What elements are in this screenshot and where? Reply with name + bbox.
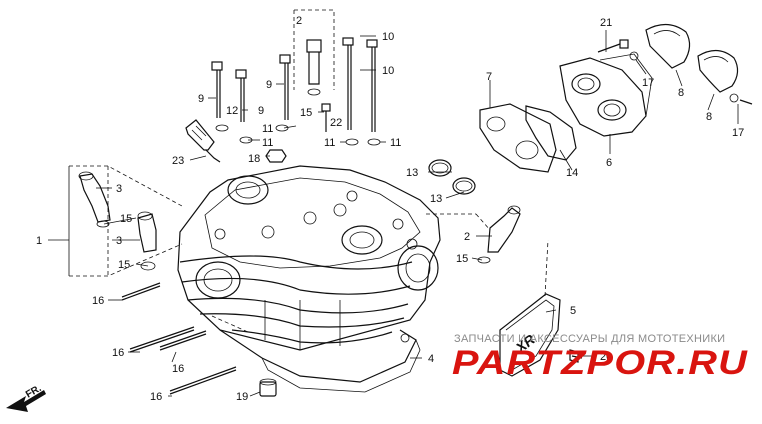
studs-16-group bbox=[121, 282, 277, 397]
front-arrow-icon bbox=[6, 390, 46, 412]
callout-14: 14 bbox=[566, 167, 578, 179]
front-label: FR. bbox=[24, 383, 44, 401]
watermark-logo: PARTZPOR.RU bbox=[452, 344, 749, 382]
left-pipe-parts bbox=[78, 171, 157, 271]
callout-labels: 1 2 2 3 3 4 5 6 7 8 8 9 9 9 10 10 11 11 … bbox=[36, 15, 744, 403]
callout-16-b: 16 bbox=[112, 347, 124, 359]
callout-17-left: 17 bbox=[642, 77, 654, 89]
callout-11-a: 11 bbox=[262, 123, 273, 135]
callout-16-a: 16 bbox=[92, 295, 104, 307]
callout-3-lower: 3 bbox=[116, 235, 122, 247]
callout-17-right: 17 bbox=[732, 127, 744, 139]
callout-16-c: 16 bbox=[172, 363, 184, 375]
callout-13-lower: 13 bbox=[430, 193, 442, 205]
dashed-reference-lines bbox=[69, 9, 549, 333]
callout-12: 12 bbox=[226, 105, 238, 117]
callout-4: 4 bbox=[428, 353, 434, 365]
callout-15-top: 15 bbox=[300, 107, 312, 119]
front-direction-indicator: FR. bbox=[6, 383, 46, 412]
callout-9-left: 9 bbox=[198, 93, 204, 105]
callout-15-lower: 15 bbox=[118, 259, 130, 271]
callout-10-upper: 10 bbox=[382, 31, 394, 43]
callout-13-upper: 13 bbox=[406, 167, 418, 179]
cylinder-head-part bbox=[177, 165, 441, 393]
callout-2-right: 2 bbox=[464, 231, 470, 243]
callout-3-upper: 3 bbox=[116, 183, 122, 195]
callout-8-right: 8 bbox=[706, 111, 712, 123]
stud-bolts-group bbox=[185, 37, 381, 163]
callout-11-c: 11 bbox=[324, 137, 335, 149]
callout-23: 23 bbox=[172, 155, 184, 167]
exhaust-side-parts bbox=[428, 23, 753, 264]
callout-9-middle: 9 bbox=[258, 105, 264, 117]
callout-22: 22 bbox=[330, 117, 342, 129]
callout-20: 20 bbox=[600, 351, 612, 363]
callout-15-upper: 15 bbox=[120, 213, 132, 225]
callout-2-top: 2 bbox=[296, 15, 302, 27]
callout-9-right: 9 bbox=[266, 79, 272, 91]
callout-15-right: 15 bbox=[456, 253, 468, 265]
callout-5: 5 bbox=[570, 305, 576, 317]
callout-11-d: 11 bbox=[390, 137, 401, 149]
callout-19: 19 bbox=[236, 391, 248, 403]
watermark: ЗАПЧАСТИ И АКСЕССУАРЫ ДЛЯ МОТОТЕХНИКИ PA… bbox=[452, 333, 749, 382]
callout-18: 18 bbox=[248, 153, 260, 165]
callout-8-left: 8 bbox=[678, 87, 684, 99]
callout-10-lower: 10 bbox=[382, 65, 394, 77]
callout-11-b: 11 bbox=[262, 137, 273, 149]
callout-16-d: 16 bbox=[150, 391, 162, 403]
callout-7: 7 bbox=[486, 71, 492, 83]
callout-1: 1 bbox=[36, 235, 42, 247]
callout-6: 6 bbox=[606, 157, 612, 169]
callout-21: 21 bbox=[600, 17, 612, 29]
watermark-caption: ЗАПЧАСТИ И АКСЕССУАРЫ ДЛЯ МОТОТЕХНИКИ bbox=[454, 333, 725, 345]
leader-lines bbox=[48, 30, 739, 397]
